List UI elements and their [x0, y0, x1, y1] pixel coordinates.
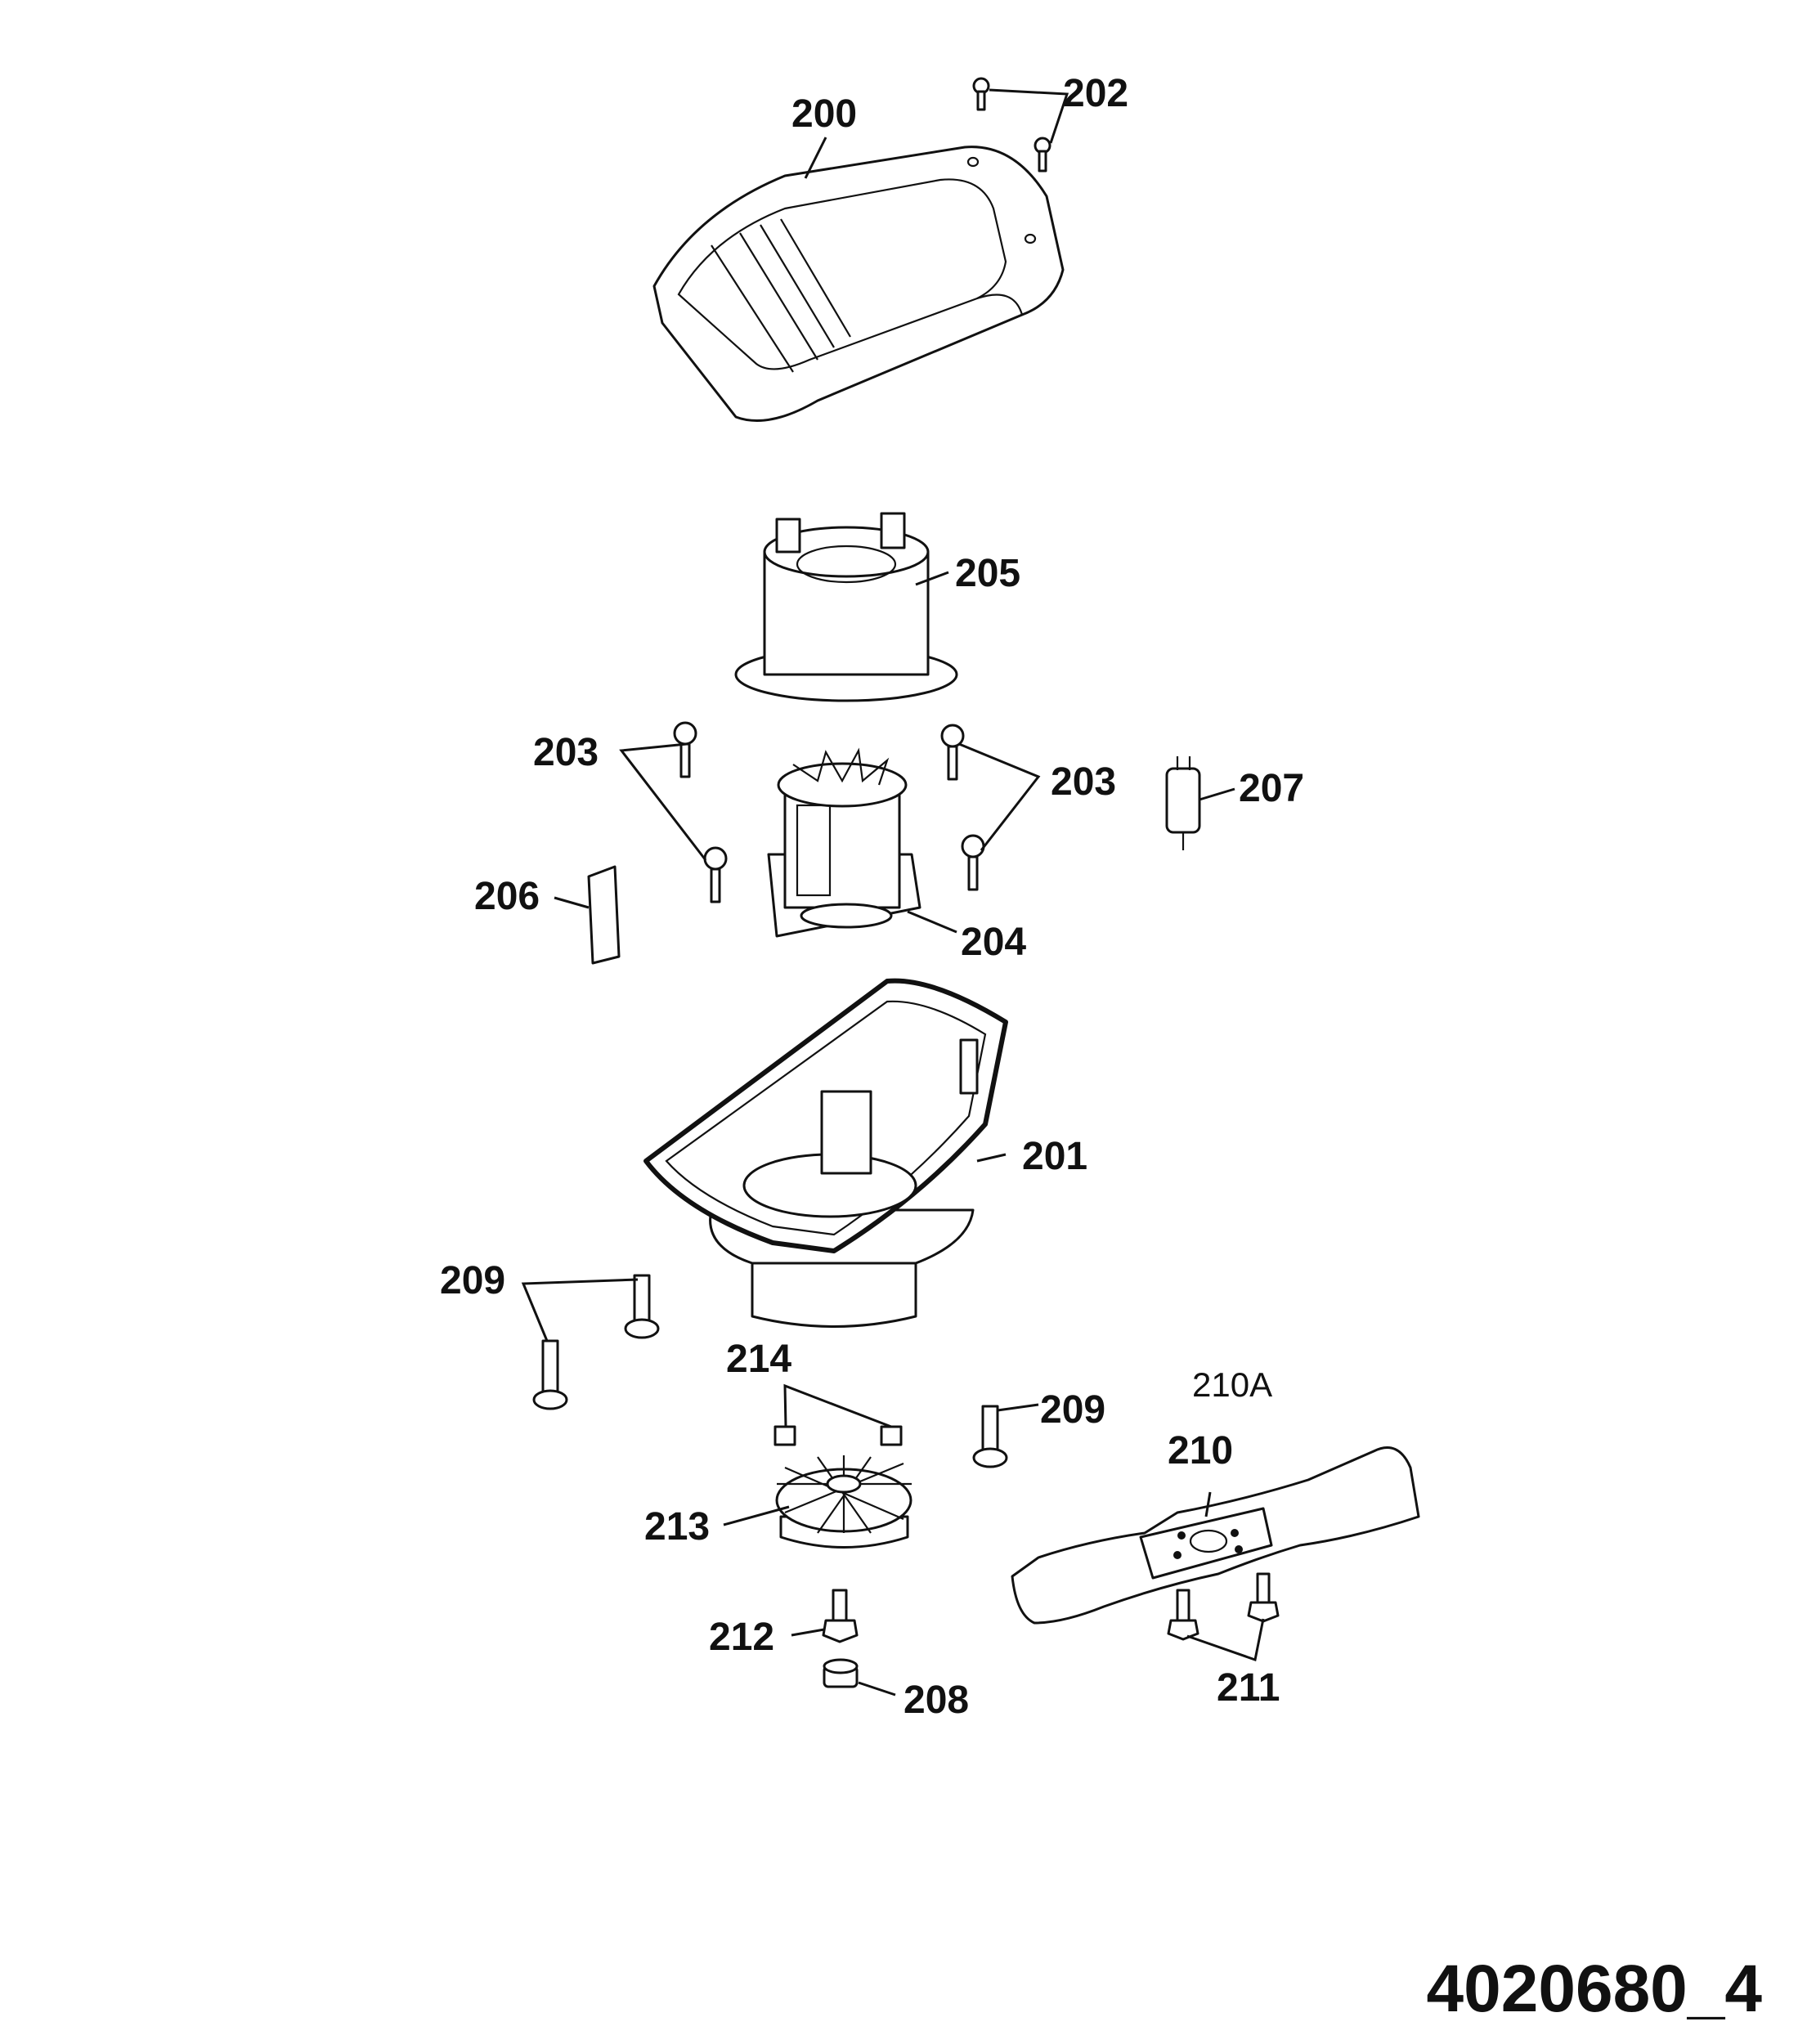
callout-209-left: 209: [440, 1259, 505, 1302]
callout-201: 201: [1022, 1135, 1087, 1178]
part-214-clips: [773, 1425, 903, 1446]
part-207-capacitor: [1165, 756, 1201, 850]
callout-200: 200: [791, 92, 857, 136]
callout-210: 210: [1168, 1429, 1233, 1472]
callout-210a: 210A: [1192, 1365, 1272, 1404]
part-206-plate: [587, 865, 621, 965]
callout-203-left: 203: [533, 731, 599, 774]
callout-212: 212: [709, 1616, 774, 1659]
part-203-screws: [673, 721, 985, 903]
callout-207: 207: [1239, 767, 1304, 810]
callout-204: 204: [961, 921, 1026, 964]
callout-202: 202: [1063, 72, 1128, 115]
drawing-number: 4020680_4: [1427, 1952, 1763, 2026]
callout-211: 211: [1217, 1666, 1280, 1710]
callout-208: 208: [904, 1679, 969, 1722]
part-200-motor-hood: [652, 146, 1065, 422]
callout-203-right: 203: [1051, 760, 1116, 804]
callout-206: 206: [474, 875, 540, 918]
part-211-bolts: [1167, 1572, 1280, 1641]
callout-labels: 200 202 205 203 203 207 206 204 201 209 …: [440, 72, 1304, 1722]
part-210-blade: [1011, 1446, 1420, 1625]
part-204-motor: [767, 747, 921, 938]
part-205-sleeve: [734, 512, 958, 702]
leader-lines: [521, 88, 1265, 1697]
part-213-fan: [775, 1455, 912, 1549]
callout-214: 214: [726, 1338, 791, 1381]
callout-209-right: 209: [1040, 1388, 1105, 1432]
part-209-screws: [532, 1274, 1008, 1468]
part-212-bolt: [822, 1589, 859, 1643]
part-208-cap: [823, 1658, 859, 1688]
callout-213: 213: [644, 1505, 710, 1549]
part-201-motor-housing: [643, 978, 1008, 1328]
part-202-screws: [972, 77, 1051, 173]
callout-205: 205: [955, 552, 1020, 595]
